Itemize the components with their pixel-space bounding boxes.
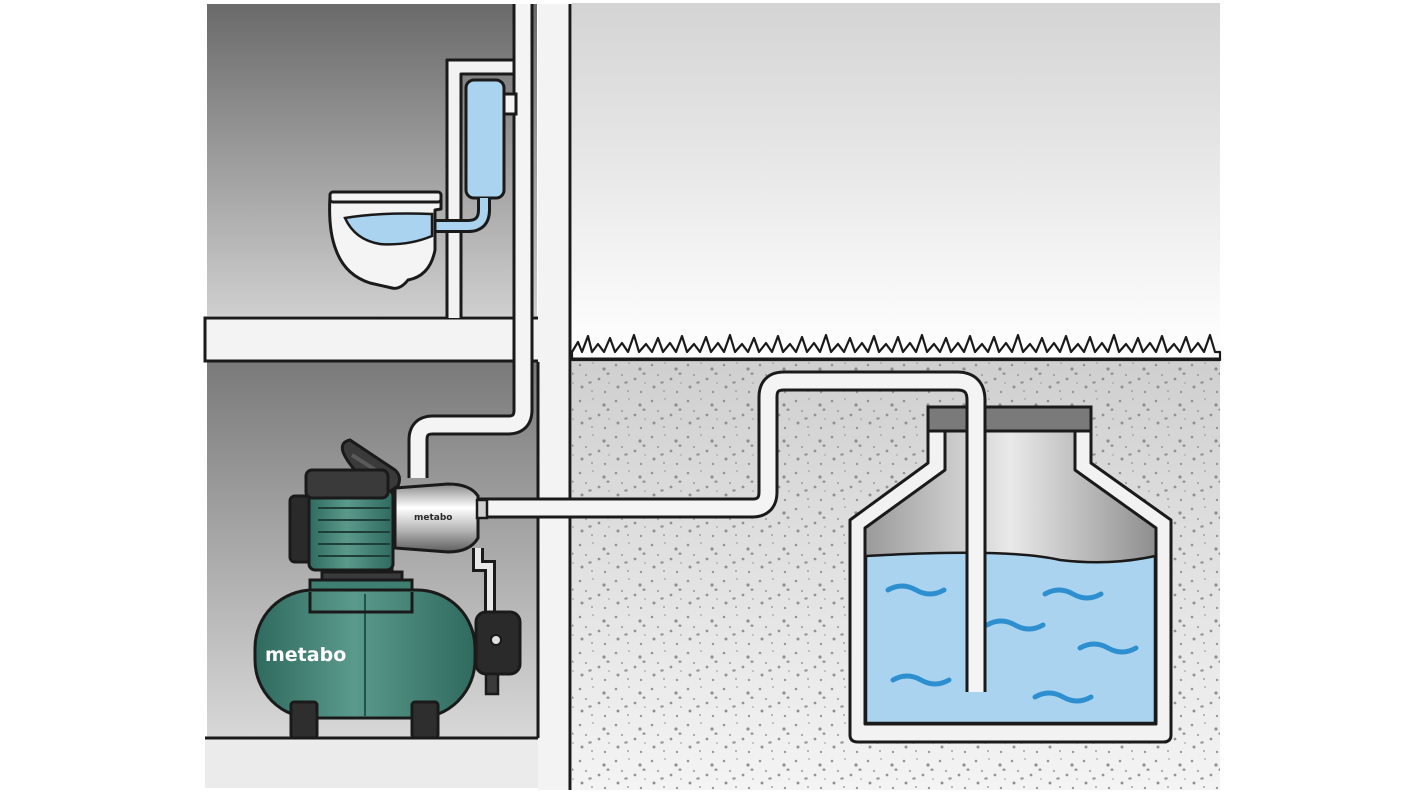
pressure-gauge-icon bbox=[490, 634, 502, 646]
basement-floor bbox=[205, 738, 540, 788]
exterior-wall bbox=[538, 4, 570, 790]
suction-pipe bbox=[472, 370, 987, 692]
cistern-icon bbox=[432, 58, 516, 318]
water-waves bbox=[885, 583, 1139, 704]
rainwater-tank-icon bbox=[848, 405, 1173, 744]
tank-water bbox=[864, 551, 1157, 725]
floor-slab bbox=[203, 316, 543, 363]
pump-brand-label: metabo bbox=[414, 513, 452, 523]
pump-icon: metabo bbox=[288, 438, 496, 612]
tank-brand-label: metabo bbox=[265, 644, 346, 666]
tank-lid bbox=[926, 405, 1093, 433]
toilet-icon bbox=[328, 190, 443, 290]
grass-icon bbox=[570, 333, 1222, 362]
pressure-tank-icon: metabo bbox=[253, 578, 522, 740]
sky bbox=[572, 3, 1220, 355]
